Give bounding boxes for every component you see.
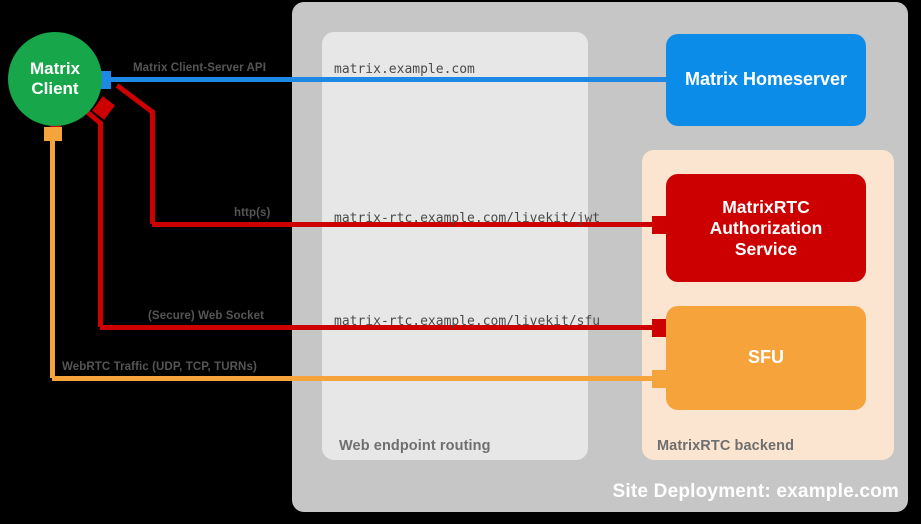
edge-label-webrtc-traffic: WebRTC Traffic (UDP, TCP, TURNs) <box>62 361 257 373</box>
panel-web-endpoint-routing <box>322 32 588 460</box>
connector-webrtc-line <box>52 376 666 381</box>
panel-label-site-deployment: Site Deployment: example.com <box>612 481 899 502</box>
connector-web-socket-riser <box>98 122 103 327</box>
endpoint-matrix-example-com: matrix.example.com <box>334 62 475 77</box>
connector-webrtc-arrowhead-right <box>652 369 667 388</box>
node-sfu[interactable]: SFU <box>666 306 866 410</box>
connector-https-jwt-diagonal <box>115 83 155 115</box>
node-auth-line3: Service <box>734 238 798 259</box>
connector-https-jwt-line <box>152 222 666 227</box>
connector-https-jwt-riser <box>150 110 155 224</box>
node-matrix-client[interactable]: Matrix Client <box>8 32 102 126</box>
edge-label-matrix-client-server-api: Matrix Client-Server API <box>133 62 266 74</box>
connector-https-jwt-arrowhead-right <box>652 215 667 234</box>
connector-web-socket-line <box>100 325 666 330</box>
edge-label-web-socket: (Secure) Web Socket <box>148 310 265 322</box>
node-matrixrtc-authorization-service[interactable]: MatrixRTC Authorization Service <box>666 174 866 282</box>
endpoint-livekit-sfu: matrix-rtc.example.com/livekit/sfu <box>334 314 601 329</box>
connector-web-socket-arrowhead-right <box>652 318 667 337</box>
panel-label-web-endpoint-routing: Web endpoint routing <box>339 438 491 454</box>
node-matrix-homeserver[interactable]: Matrix Homeserver <box>666 34 866 126</box>
edge-label-https: http(s) <box>234 207 271 219</box>
connector-matrix-client-server-api-line <box>109 77 666 82</box>
endpoint-livekit-jwt: matrix-rtc.example.com/livekit/jwt <box>334 211 601 226</box>
node-matrix-client-line1: Matrix <box>29 59 81 79</box>
node-matrix-client-line2: Client <box>31 79 79 98</box>
connector-webrtc-riser <box>50 140 55 378</box>
node-sfu-label: SFU <box>748 347 784 368</box>
node-auth-line1: MatrixRTC <box>722 196 810 217</box>
node-auth-line2: Authorization <box>709 217 823 238</box>
connector-webrtc-arrowhead-up <box>43 127 62 141</box>
panel-label-matrixrtc-backend: MatrixRTC backend <box>657 438 795 454</box>
node-matrix-homeserver-label: Matrix Homeserver <box>684 69 848 90</box>
